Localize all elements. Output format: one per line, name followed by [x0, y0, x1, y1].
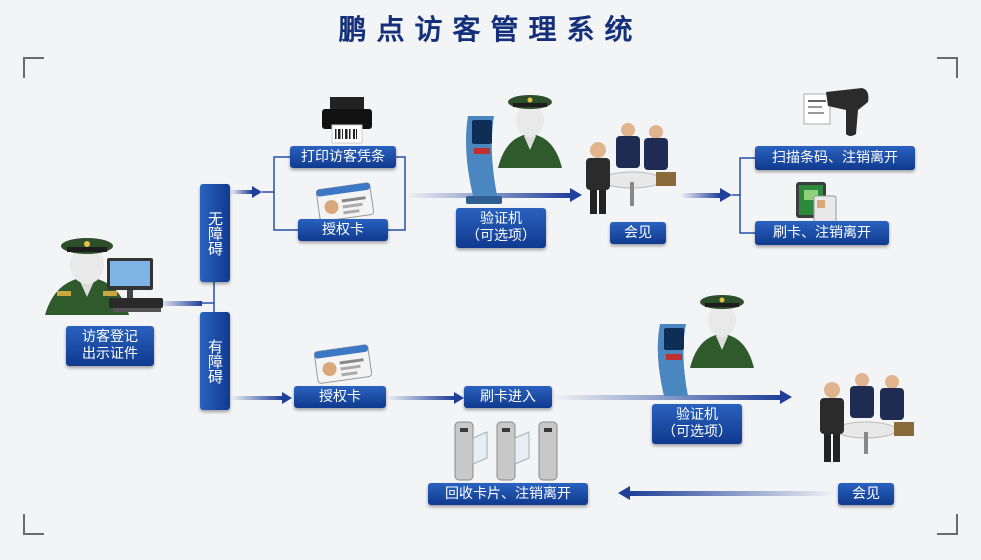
arrow-to-swipe-enter: [386, 396, 454, 400]
arrow-to-meet-bottom-head: [780, 390, 792, 404]
arrow-bottom-branch: [230, 396, 282, 400]
arrow-top-branch-head: [252, 186, 262, 198]
arrow-to-return: [630, 491, 836, 496]
arrow-meet-exit-head: [720, 188, 732, 202]
guard-icon: [498, 95, 562, 168]
id-card-icon: [313, 344, 373, 384]
arrow-register-split: [158, 301, 202, 306]
arrow-bottom-branch-head: [282, 392, 292, 404]
arrow-to-swipe-enter-head: [454, 392, 464, 404]
card-reader-icon: [796, 182, 837, 223]
arrow-to-meet-bottom: [552, 395, 780, 400]
exit-fork-lines: [732, 157, 755, 234]
print-voucher-box: 打印访客凭条: [290, 146, 396, 168]
verification-kiosk-icon: [466, 116, 502, 204]
return-card-box: 回收卡片、注销离开: [428, 483, 588, 505]
top-fork-lines: [262, 156, 406, 231]
computer-icon: [107, 258, 163, 312]
meeting-people-icon: [820, 373, 914, 462]
auth-card-top-box: 授权卡: [298, 219, 388, 241]
arrow-to-meet-top-head: [570, 188, 582, 202]
verifier-bottom-box: 验证机 （可选项）: [652, 404, 742, 444]
guard-icon: [690, 295, 754, 368]
auth-card-bottom-box: 授权卡: [294, 386, 386, 408]
meet-top-box: 会见: [610, 222, 666, 244]
scan-exit-box: 扫描条码、注销离开: [755, 146, 915, 170]
swipe-exit-box: 刷卡、注销离开: [755, 221, 889, 245]
arrow-meet-exit: [680, 193, 720, 198]
turnstile-gate-icon: [454, 421, 558, 481]
barcode-scanner-icon: [803, 88, 869, 136]
no-barrier-box: 无障碍: [200, 184, 230, 282]
page-title: 鹏点访客管理系统: [338, 13, 643, 46]
register-box: 访客登记 出示证件: [66, 326, 154, 366]
corner-brackets: [23, 57, 958, 535]
meet-bottom-box: 会见: [838, 483, 894, 505]
printer-icon: [322, 97, 372, 144]
verifier-top-box: 验证机 （可选项）: [456, 208, 546, 248]
arrow-to-return-head: [618, 486, 630, 500]
with-barrier-box: 有障碍: [200, 312, 230, 410]
arrow-top-branch: [230, 190, 252, 194]
id-card-icon: [315, 182, 375, 222]
meeting-people-icon: [586, 123, 676, 214]
swipe-enter-box: 刷卡进入: [464, 386, 552, 408]
verification-kiosk-icon: [657, 324, 688, 396]
